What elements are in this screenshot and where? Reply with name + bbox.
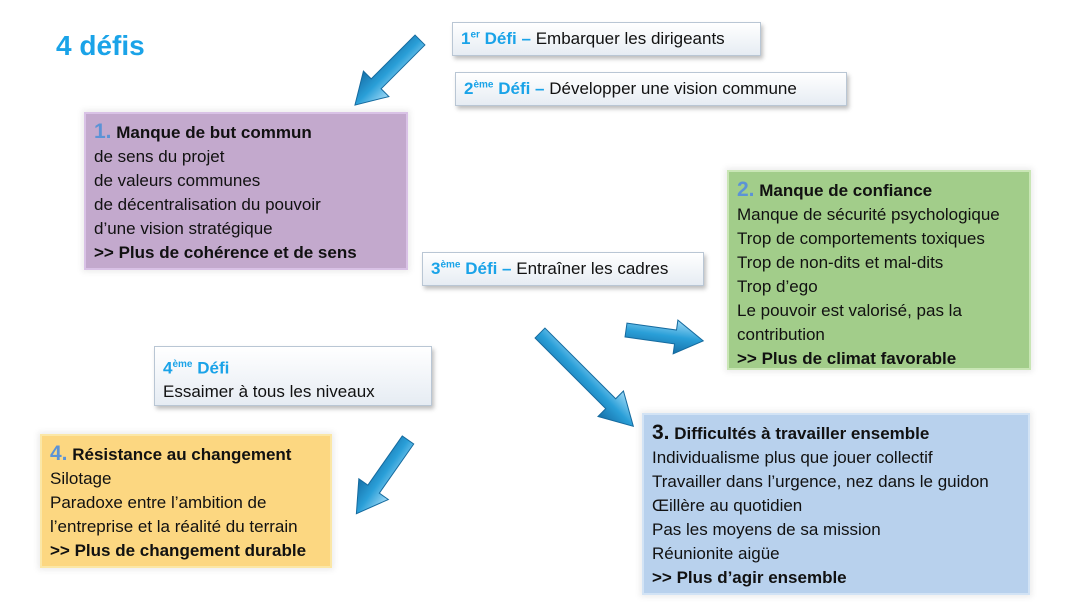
box-2-line: contribution <box>737 325 825 344</box>
box-4-number: 4. <box>50 442 68 465</box>
box-1-line: de valeurs communes <box>94 171 261 190</box>
box-3-line: Travailler dans l’urgence, nez dans le g… <box>652 472 989 491</box>
arrow-to-box-2 <box>624 319 705 355</box>
box-2-title: Manque de confiance <box>759 181 933 200</box>
defi-4-label: 4ème Défi Essaimer à tous les niveaux <box>154 346 432 406</box>
arrow-shape <box>355 435 415 515</box>
box-2-line: Trop de non-dits et mal-dits <box>737 253 944 272</box>
box-3-line: Individualisme plus que jouer collectif <box>652 448 933 467</box>
challenge-box-1: 1. Manque de but commun de sens du proje… <box>84 112 408 270</box>
box-4-line: Paradoxe entre l’ambition de <box>50 493 267 512</box>
box-3-line: Pas les moyens de sa mission <box>652 520 881 539</box>
box-2-number: 2. <box>737 178 755 201</box>
box-2-line: Trop d’ego <box>737 277 818 296</box>
box-2-line: Le pouvoir est valorisé, pas la <box>737 301 962 320</box>
defi-3-label: 3ème Défi – Entraîner les cadres <box>422 252 704 286</box>
box-4-conclusion: >> Plus de changement durable <box>50 541 307 560</box>
box-1-conclusion: >> Plus de cohérence et de sens <box>94 243 357 262</box>
defi-2-label: 2ème Défi – Développer une vision commun… <box>455 72 847 106</box>
box-1-number: 1. <box>94 120 112 143</box>
box-1-line: d’une vision stratégique <box>94 219 273 238</box>
page-title: 4 défis <box>56 30 145 61</box>
arrow-to-box-4 <box>355 435 415 515</box>
box-3-line: Œillère au quotidien <box>652 496 803 515</box>
box-4-line: l’entreprise et la réalité du terrain <box>50 517 298 536</box>
box-4-title: Résistance au changement <box>72 445 292 464</box>
box-3-title: Difficultés à travailler ensemble <box>674 424 930 443</box>
box-3-line: Réunionite aigüe <box>652 544 780 563</box>
box-1-title: Manque de but commun <box>116 123 312 142</box>
arrow-to-box-1 <box>354 34 426 106</box>
box-4-line: Silotage <box>50 469 112 488</box>
box-3-conclusion: >> Plus d’agir ensemble <box>652 568 847 587</box>
arrow-shape <box>534 327 635 428</box>
box-3-number: 3. <box>652 421 670 444</box>
defi-1-label: 1er Défi – Embarquer les dirigeants <box>452 22 761 56</box>
box-2-line: Manque de sécurité psychologique <box>737 205 1000 224</box>
challenge-box-3: 3. Difficultés à travailler ensemble Ind… <box>642 413 1030 595</box>
challenge-box-2: 2. Manque de confiance Manque de sécurit… <box>727 170 1031 370</box>
arrow-to-box-3 <box>534 327 635 428</box>
box-2-conclusion: >> Plus de climat favorable <box>737 349 957 368</box>
box-1-line: de sens du projet <box>94 147 225 166</box>
box-1-line: de décentralisation du pouvoir <box>94 195 321 214</box>
arrow-shape <box>624 319 705 355</box>
challenge-box-4: 4. Résistance au changement Silotage Par… <box>40 434 332 568</box>
box-2-line: Trop de comportements toxiques <box>737 229 985 248</box>
arrow-shape <box>354 34 426 106</box>
